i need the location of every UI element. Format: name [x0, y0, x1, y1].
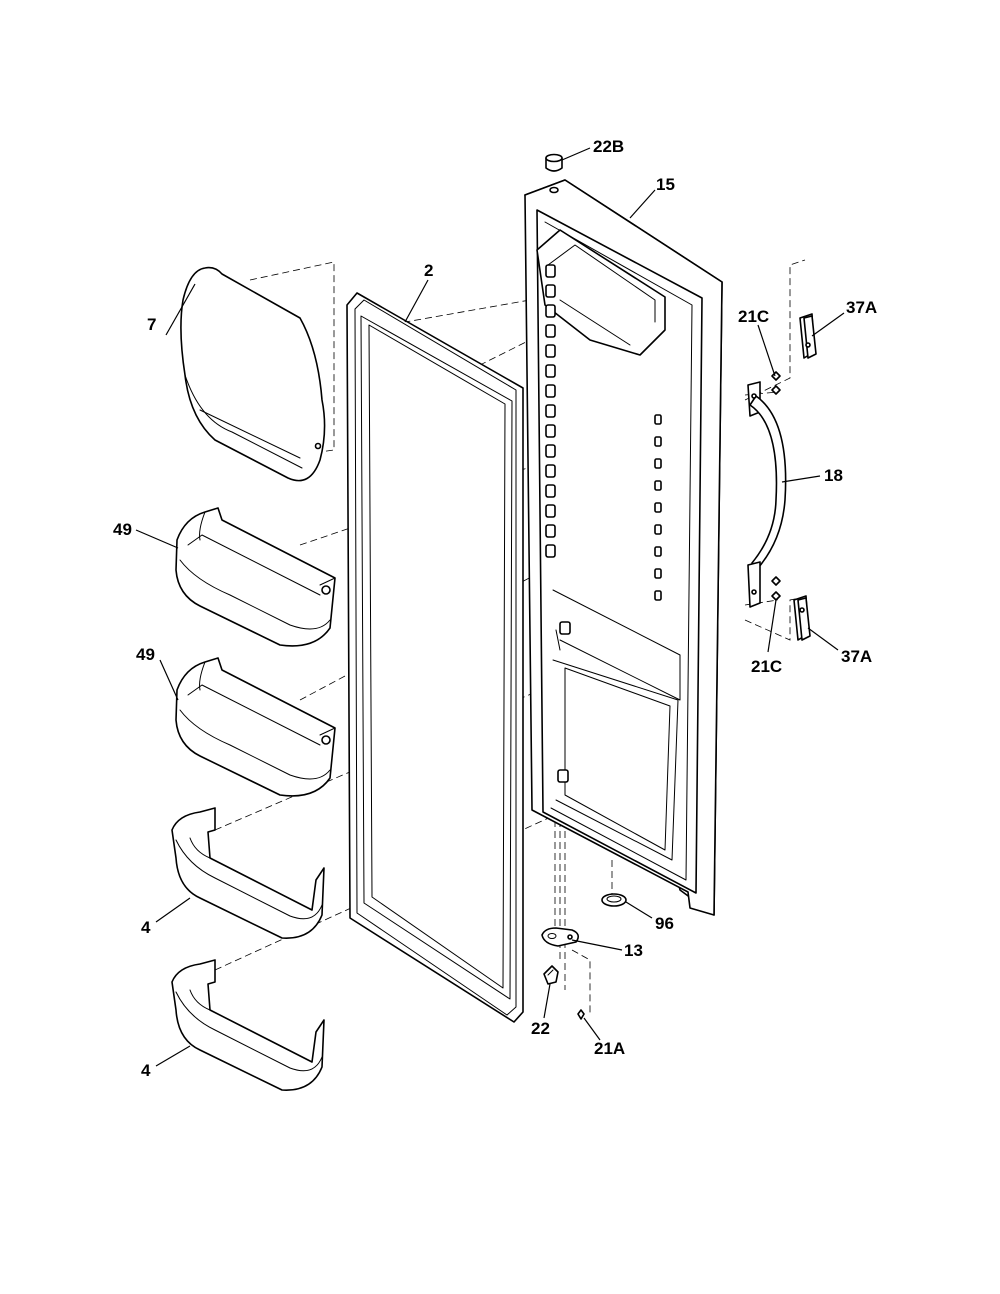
door-assembly [524, 153, 723, 916]
hinge-screw [577, 1009, 585, 1020]
dairy-bin-cover [180, 266, 326, 482]
callout-18: 18 [824, 466, 843, 485]
door-handle [747, 381, 787, 608]
top-hinge-bushing [545, 153, 563, 194]
bottom-hinge-bracket [541, 927, 580, 947]
callout-37a-top: 37A [846, 298, 877, 317]
door-bin-49-upper [175, 507, 336, 647]
door-bin-49-lower [175, 657, 336, 797]
hinge-hole-plug [601, 893, 627, 907]
callout-21a: 21A [594, 1039, 625, 1058]
callout-49-upper: 49 [113, 520, 132, 539]
callout-15: 15 [656, 175, 675, 194]
callout-2: 2 [424, 261, 433, 280]
callout-4-lower: 4 [141, 1061, 151, 1080]
callout-37a-bottom: 37A [841, 647, 872, 666]
bottom-hinge-pin [543, 965, 559, 985]
handle-end-cap-bottom [793, 595, 811, 641]
handle-screws-bottom [771, 576, 781, 601]
callout-21c-bottom: 21C [751, 657, 782, 676]
shelf-bin-4-upper [171, 807, 325, 939]
callout-96: 96 [655, 914, 674, 933]
door-shelf-studs-left [545, 264, 556, 558]
callout-49-lower: 49 [136, 645, 155, 664]
callout-21c-top: 21C [738, 307, 769, 326]
callout-4-upper: 4 [141, 918, 151, 937]
handle-screws-top [771, 371, 781, 395]
handle-end-cap-top [799, 313, 817, 359]
callout-7: 7 [147, 315, 156, 334]
callout-22: 22 [531, 1019, 550, 1038]
shelf-bin-4-lower [171, 959, 325, 1091]
callout-13: 13 [624, 941, 643, 960]
callout-22b: 22B [593, 137, 624, 156]
callout-leaders [135, 147, 845, 1067]
callout-labels: 22B 15 2 7 21C 37A 18 49 49 21C 37A 96 1… [113, 137, 877, 1080]
door-gasket [346, 292, 524, 1023]
door-shelf-studs-right [654, 414, 662, 601]
